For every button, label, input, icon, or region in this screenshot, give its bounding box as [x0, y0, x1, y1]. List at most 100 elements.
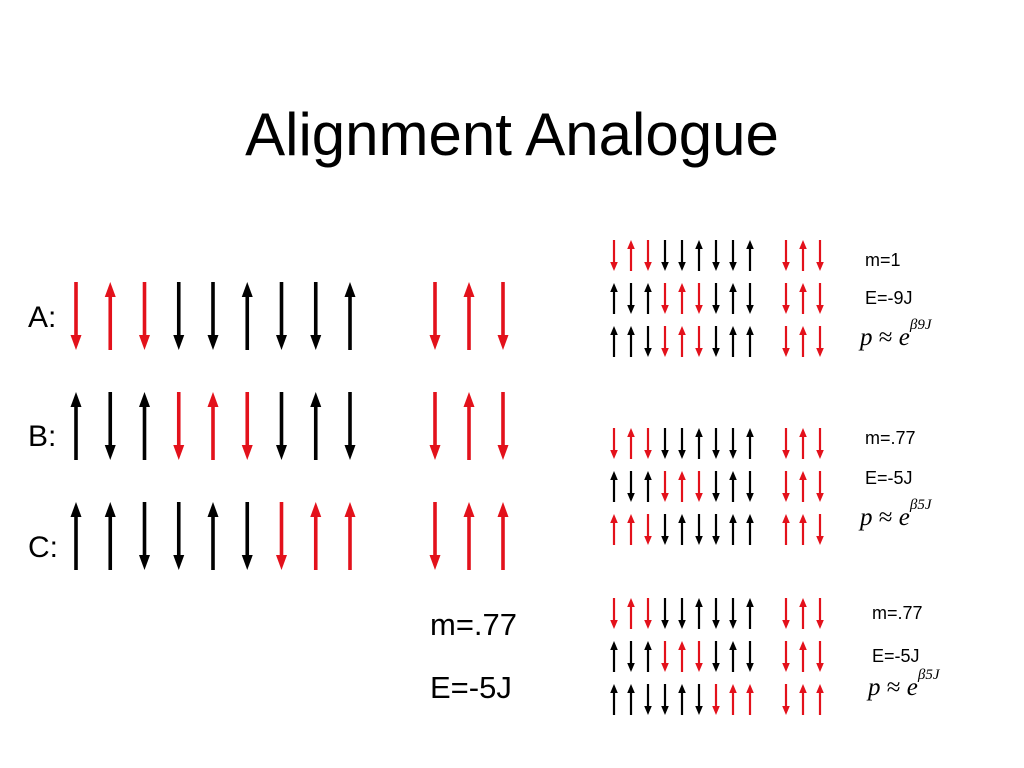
spin-arrow-down-red — [816, 471, 824, 502]
spin-arrow-up-black — [70, 392, 82, 460]
configuration-1-row-1 — [610, 240, 824, 271]
spin-arrow-up-black — [344, 282, 356, 350]
spin-arrow-up-black — [695, 598, 703, 629]
spin-arrow-up-black — [729, 326, 737, 357]
spin-arrow-down-red — [644, 428, 652, 459]
config-1-probability-formula: p ≈ eβ9J — [860, 318, 931, 353]
configuration-1-row-2 — [610, 283, 824, 314]
spin-arrow-down-black — [104, 392, 116, 460]
spin-arrow-down-black — [729, 428, 737, 459]
spin-arrow-down-red — [276, 502, 287, 570]
spin-arrow-down-black — [276, 282, 287, 350]
spin-arrow-up-black — [746, 514, 754, 545]
spin-arrow-down-red — [712, 684, 720, 715]
spin-arrow-up-black — [729, 641, 737, 672]
spin-arrow-down-black — [712, 240, 720, 271]
spin-arrow-down-red — [429, 392, 441, 460]
spin-arrow-down-red — [429, 282, 441, 350]
spin-arrow-down-red — [782, 598, 790, 629]
spin-arrow-down-red — [644, 240, 652, 271]
spin-arrow-up-black — [644, 641, 652, 672]
spin-arrow-up-black — [627, 684, 635, 715]
spin-arrow-up-red — [463, 282, 475, 350]
spin-arrow-down-black — [712, 326, 720, 357]
spin-arrow-up-black — [695, 240, 703, 271]
config-2-energy: E=-5J — [865, 468, 913, 488]
spin-arrow-down-black — [627, 471, 635, 502]
exponent: β5J — [909, 497, 932, 513]
spin-arrow-down-red — [695, 326, 703, 357]
spin-arrow-up-red — [207, 392, 219, 460]
spin-arrow-down-red — [429, 502, 441, 570]
spin-arrow-down-red — [782, 684, 790, 715]
spin-arrow-down-black — [678, 428, 686, 459]
config-1-energy: E=-9J — [865, 288, 913, 308]
exponential-base: e — [898, 504, 910, 531]
spin-arrow-up-red — [799, 471, 807, 502]
spin-arrow-down-black — [729, 240, 737, 271]
spin-arrow-down-black — [173, 282, 185, 350]
spin-arrow-down-red — [497, 392, 509, 460]
spin-arrow-down-black — [746, 283, 754, 314]
spin-arrow-up-red — [678, 283, 686, 314]
configuration-3-row-3 — [610, 684, 824, 715]
spin-arrow-down-black — [627, 283, 635, 314]
exponent: β9J — [909, 317, 932, 333]
spin-arrow-up-red — [799, 598, 807, 629]
spin-arrow-up-black — [695, 428, 703, 459]
spin-arrow-up-red — [678, 641, 686, 672]
exponent: β5J — [917, 667, 940, 683]
spin-arrow-down-black — [241, 502, 253, 570]
row-label-b: B: — [28, 420, 57, 453]
spin-arrow-down-black — [712, 598, 720, 629]
spin-arrow-down-black — [661, 428, 669, 459]
spin-arrow-up-black — [746, 428, 754, 459]
config-3-magnetization: m=.77 — [872, 603, 923, 623]
spin-arrow-down-red — [644, 598, 652, 629]
spin-arrow-down-red — [816, 283, 824, 314]
row-label-c: C: — [28, 531, 58, 564]
spin-arrow-up-red — [799, 514, 807, 545]
configuration-3 — [610, 598, 824, 715]
spin-arrow-up-black — [729, 514, 737, 545]
spin-arrow-up-black — [70, 502, 82, 570]
spin-arrow-up-red — [463, 392, 475, 460]
probability-symbol: p — [860, 324, 873, 351]
spin-arrow-down-black — [746, 471, 754, 502]
spin-arrow-up-red — [678, 326, 686, 357]
spin-arrow-up-black — [610, 326, 618, 357]
spin-arrow-down-black — [661, 598, 669, 629]
spin-arrow-down-red — [782, 641, 790, 672]
spin-arrow-down-black — [695, 684, 703, 715]
spin-arrow-down-red — [644, 514, 652, 545]
spin-arrow-up-black — [644, 471, 652, 502]
probability-symbol: p — [860, 504, 873, 531]
spin-arrow-down-black — [712, 471, 720, 502]
main-row-c-right-spins — [429, 502, 509, 570]
spin-arrow-up-red — [310, 502, 322, 570]
spin-arrow-up-red — [782, 514, 790, 545]
spin-arrow-down-red — [497, 282, 509, 350]
configuration-2-row-2 — [610, 471, 824, 502]
spin-arrow-up-red — [627, 598, 635, 629]
spin-arrow-up-black — [610, 641, 618, 672]
spin-arrow-up-red — [799, 428, 807, 459]
config-1-magnetization: m=1 — [865, 250, 901, 270]
slide-title: Alignment Analogue — [245, 101, 779, 168]
spin-arrow-down-black — [627, 641, 635, 672]
spin-arrow-down-black — [729, 598, 737, 629]
spin-arrow-up-red — [799, 326, 807, 357]
spin-arrow-down-red — [139, 282, 150, 350]
configuration-1 — [610, 240, 824, 357]
spin-arrow-up-black — [746, 240, 754, 271]
spin-arrow-up-red — [746, 684, 754, 715]
spin-arrow-up-black — [644, 283, 652, 314]
spin-arrow-up-red — [799, 641, 807, 672]
approx-symbol: ≈ — [878, 324, 893, 351]
configuration-3-row-1 — [610, 598, 824, 629]
spin-arrow-down-black — [695, 514, 703, 545]
spin-arrow-up-red — [729, 684, 737, 715]
configuration-1-row-3 — [610, 326, 824, 357]
spin-arrow-down-black — [344, 392, 356, 460]
